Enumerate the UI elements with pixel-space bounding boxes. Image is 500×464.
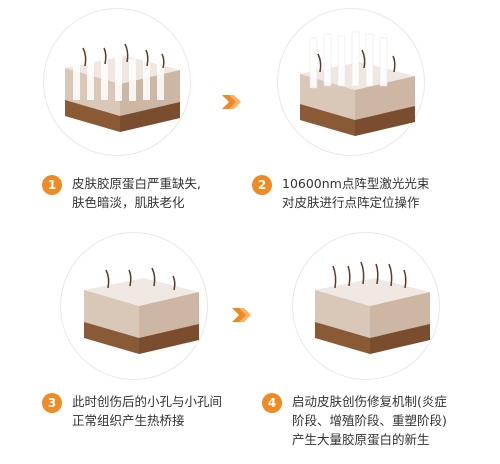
step-number-badge: 1	[42, 175, 62, 195]
step-1: 1 皮肤胶原蛋白严重缺失, 肤色暗淡，肌肤老化	[42, 174, 242, 212]
step-description: 此时创伤后的小孔与小孔间 正常组织产生热桥接	[72, 394, 223, 428]
skin-illustration-aged	[65, 43, 180, 132]
skin-illustration-thermal-bridge	[84, 267, 199, 354]
skin-illustration-renewed	[315, 261, 430, 354]
skin-illustration-laser	[300, 31, 415, 136]
arrow-3-to-4	[232, 308, 251, 322]
step-number-badge: 4	[262, 393, 282, 413]
step-description: 皮肤胶原蛋白严重缺失, 肤色暗淡，肌肤老化	[72, 176, 201, 210]
arrow-1-to-2	[222, 95, 241, 109]
illustration-circle-2	[277, 8, 425, 156]
illustration-circle-1	[43, 8, 191, 156]
step-number-badge: 3	[42, 393, 62, 413]
step-4: 4 启动皮肤创伤修复机制(炎症 阶段、增殖阶段、重塑阶段) 产生大量胶原蛋白的新…	[262, 392, 497, 449]
step-2: 2 10600nm点阵型激光光束 对皮肤进行点阵定位操作	[252, 174, 492, 212]
illustration-circle-3	[60, 232, 208, 380]
step-number-badge: 2	[252, 175, 272, 195]
step-description: 启动皮肤创伤修复机制(炎症 阶段、增殖阶段、重塑阶段) 产生大量胶原蛋白的新生	[292, 394, 447, 447]
step-description: 10600nm点阵型激光光束 对皮肤进行点阵定位操作	[282, 176, 430, 210]
step-3: 3 此时创伤后的小孔与小孔间 正常组织产生热桥接	[42, 392, 262, 430]
illustration-circle-4	[292, 232, 440, 380]
